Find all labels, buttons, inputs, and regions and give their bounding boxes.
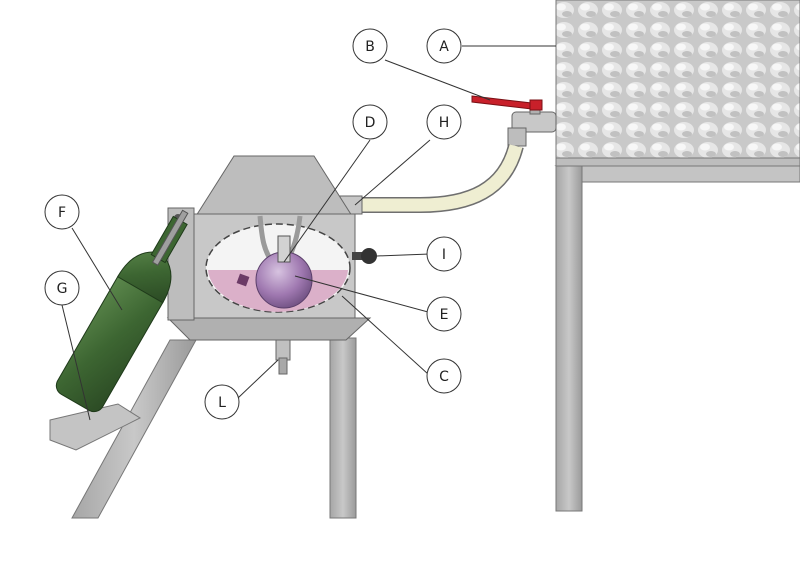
knob[interactable]: [361, 248, 377, 264]
leader-D: [283, 139, 371, 263]
callout-label-C: C: [439, 369, 449, 385]
leader-H: [354, 139, 431, 206]
leader-I: [376, 253, 431, 257]
callout-label-I: I: [442, 247, 446, 263]
tank-stand-leg: [555, 165, 583, 512]
callout-label-H: H: [439, 115, 450, 131]
valve: [471, 95, 557, 147]
tank-stand-top: [554, 165, 800, 183]
knob-shaft: [352, 252, 364, 260]
wine-bottle: [55, 209, 189, 413]
callout-E: E: [426, 296, 462, 332]
hose: [345, 143, 524, 213]
leader-F: [71, 227, 123, 311]
tank-base-rim: [555, 157, 800, 167]
filler-body: [166, 155, 377, 375]
callout-L: L: [204, 384, 240, 420]
float-weight: [236, 273, 250, 287]
leader-E: [294, 275, 429, 313]
filler-hood: [195, 155, 353, 217]
hose-inner: [345, 144, 523, 212]
callout-D: D: [352, 104, 388, 140]
filler-stand: [49, 337, 357, 519]
bottle-rest: [49, 403, 142, 451]
callout-G: G: [44, 270, 80, 306]
leader-C: [341, 295, 429, 375]
valve-outlet: [507, 127, 527, 147]
leader-B: [384, 59, 491, 101]
callout-B: B: [352, 28, 388, 64]
valve-handle-cap: [529, 99, 543, 111]
callout-F: F: [44, 194, 80, 230]
callout-I: I: [426, 236, 462, 272]
leader-L: [237, 359, 279, 399]
drain-nozzle: [275, 339, 291, 361]
callout-label-E: E: [440, 307, 449, 323]
leader-G: [61, 304, 91, 421]
leader-lines: [61, 45, 556, 421]
callout-A: A: [426, 28, 462, 64]
callout-label-D: D: [365, 115, 376, 131]
callout-C: C: [426, 358, 462, 394]
tank-body: [555, 0, 800, 161]
filler-base: [166, 317, 372, 341]
drain-nozzle-tip: [278, 357, 288, 375]
filler-leg-right: [329, 337, 357, 519]
callout-label-B: B: [365, 39, 375, 55]
callout-H: H: [426, 104, 462, 140]
callout-label-G: G: [57, 281, 68, 297]
callout-label-A: A: [439, 39, 449, 55]
callout-label-F: F: [58, 205, 66, 221]
tank: [554, 0, 800, 512]
float-stem: [277, 235, 291, 263]
filling-tube: [151, 209, 189, 266]
callout-label-L: L: [218, 395, 226, 411]
filler-leg-left: [71, 339, 197, 519]
